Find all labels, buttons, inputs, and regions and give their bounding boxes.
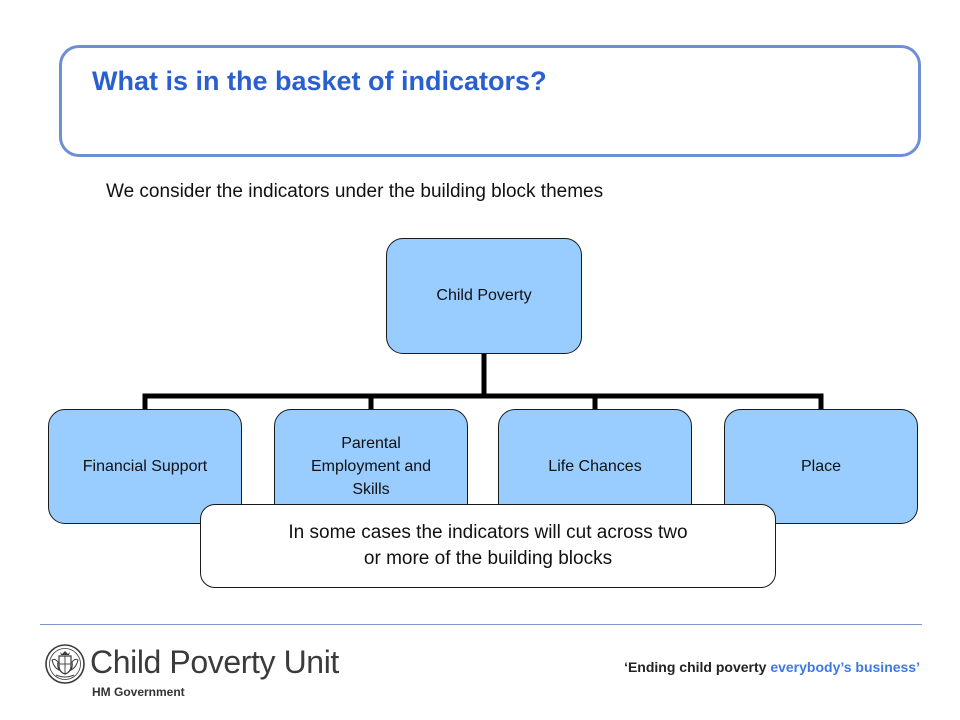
node-parental-line-1: Parental: [341, 434, 401, 452]
callout-line-2: or more of the building blocks: [363, 548, 613, 569]
node-child-poverty-label: Child Poverty: [436, 287, 532, 305]
intro-text: We consider the indicators under the bui…: [106, 181, 604, 202]
node-parental-line-3: Skills: [352, 481, 390, 499]
title-box: What is in the basket of indicators?: [59, 45, 921, 157]
tagline-part-1: ‘Ending child poverty: [624, 659, 767, 675]
slide-title: What is in the basket of indicators?: [92, 66, 547, 96]
footer-divider: [40, 624, 922, 625]
logo-subtext: HM Government: [92, 685, 185, 699]
tagline-part-2: everybody’s business’: [770, 659, 920, 675]
node-place: Place: [724, 409, 918, 524]
callout-box: In some cases the indicators will cut ac…: [200, 504, 776, 588]
node-financial-support-label: Financial Support: [82, 457, 208, 475]
royal-crest-icon: [45, 644, 85, 684]
node-life-chances-label: Life Chances: [548, 457, 642, 475]
footer-tagline: ‘Ending child poverty everybody’s busine…: [624, 659, 920, 675]
node-place-label: Place: [800, 457, 842, 475]
node-child-poverty: Child Poverty: [386, 238, 582, 354]
logo-text: Child Poverty Unit: [90, 644, 339, 680]
node-parental-line-2: Employment and: [310, 457, 432, 475]
callout-line-1: In some cases the indicators will cut ac…: [288, 522, 688, 544]
